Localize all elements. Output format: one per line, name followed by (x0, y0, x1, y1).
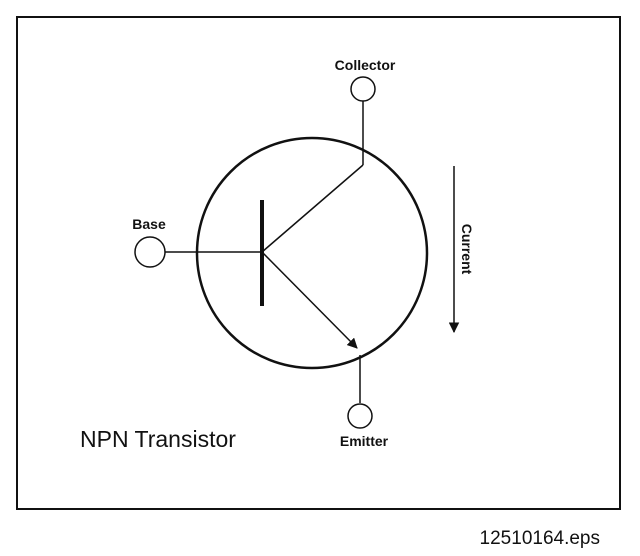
collector-diagonal (261, 164, 364, 253)
file-name: 12510164.eps (480, 528, 600, 549)
base-terminal (134, 236, 166, 268)
diagram-title: NPN Transistor (80, 426, 236, 452)
diagram-frame (16, 16, 621, 510)
collector-terminal (350, 76, 376, 102)
base-label: Base (132, 216, 166, 232)
current-label: Current (459, 224, 475, 275)
emitter-terminal (347, 403, 373, 429)
emitter-diagonal (261, 251, 358, 349)
emitter-label: Emitter (340, 433, 389, 449)
collector-label: Collector (335, 57, 396, 73)
transistor-body (195, 136, 429, 370)
